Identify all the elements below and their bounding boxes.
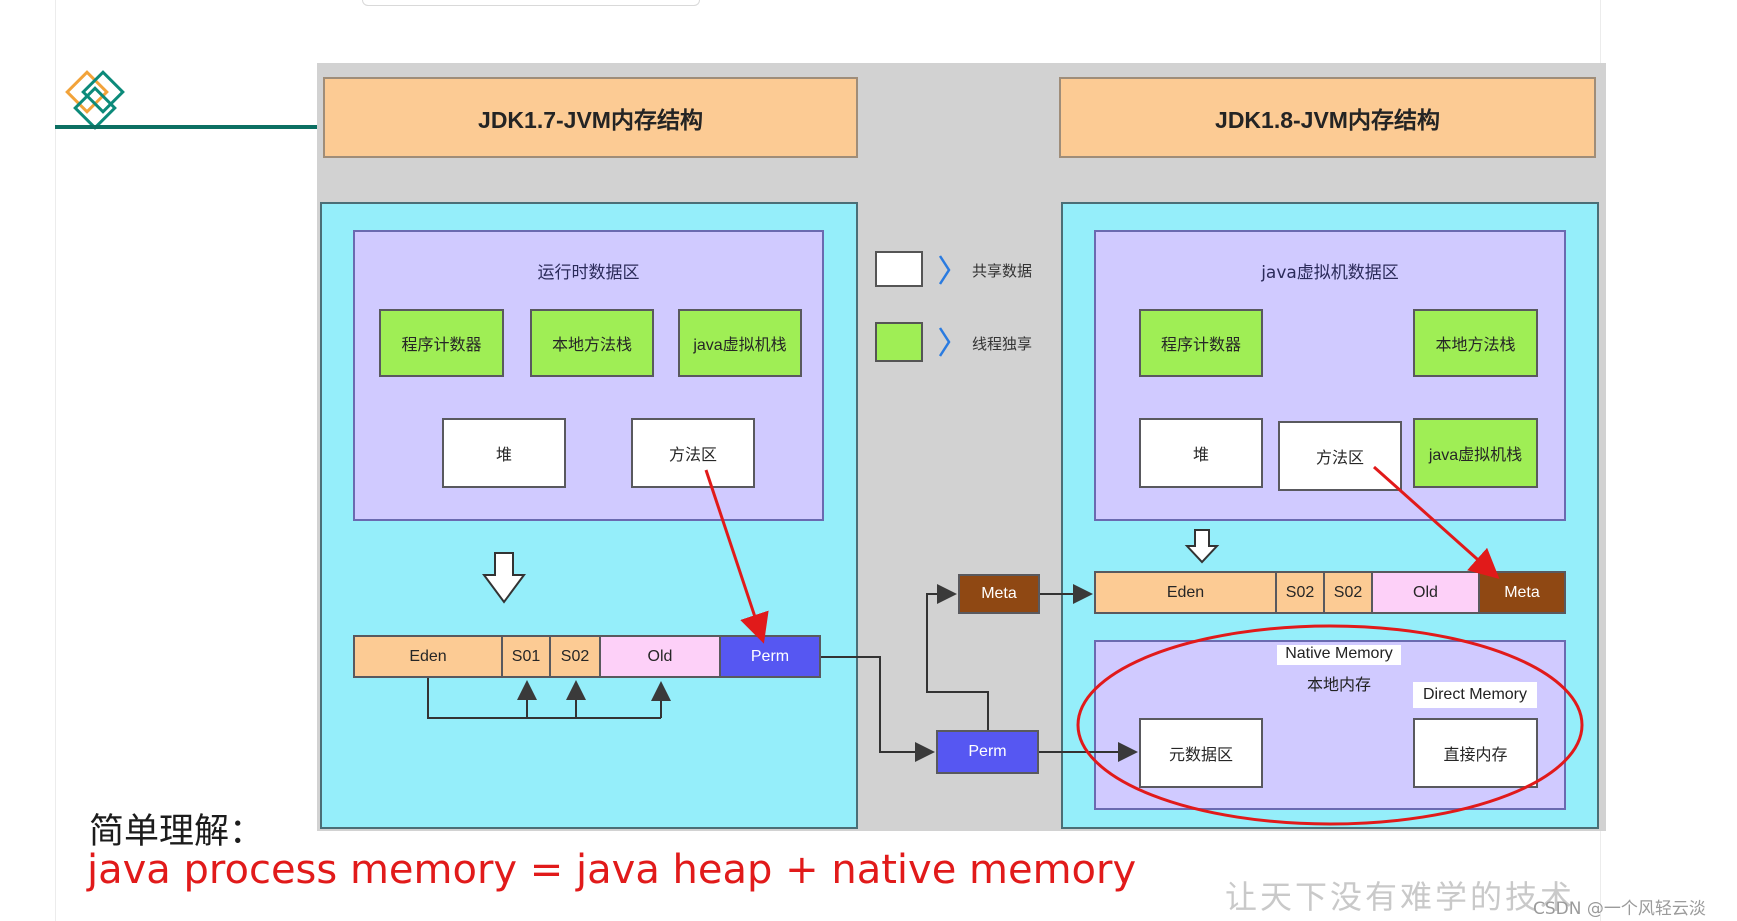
middle-perm-box: Perm	[936, 730, 1039, 774]
jdk18-eden-segment: Eden	[1094, 571, 1277, 614]
legend-shared-chevron-icon	[938, 255, 951, 285]
jdk17-eden-segment: Eden	[353, 635, 503, 678]
jdk18-old-segment: Old	[1371, 571, 1480, 614]
jdk18-title: JDK1.8-JVM内存结构	[1059, 77, 1596, 158]
jdk18-vm-area-title: java虚拟机数据区	[1261, 263, 1399, 283]
legend-shared-swatch	[875, 251, 923, 287]
jdk17-runtime-area-title: 运行时数据区	[537, 263, 640, 283]
legend-thread-private-chevron-icon	[938, 327, 951, 357]
jdk17-down-arrow-icon	[482, 552, 526, 604]
jdk17-program-counter: 程序计数器	[379, 309, 504, 377]
legend-shared-label: 共享数据	[972, 262, 1033, 280]
legend-thread-private-label: 线程独享	[972, 335, 1033, 353]
native-memory-cn-label: 本地内存	[1306, 675, 1371, 694]
slide-accent-line	[55, 125, 317, 129]
jdk17-gc-lines	[427, 678, 661, 719]
perm-to-meta-connector	[926, 584, 989, 730]
perm-to-perm-connector	[821, 656, 935, 762]
summary-formula: java process memory = java heap + native…	[87, 847, 1137, 893]
native-memory-en-label: Native Memory	[1277, 645, 1401, 665]
jdk17-perm-segment: Perm	[719, 635, 821, 678]
jdk18-program-counter: 程序计数器	[1139, 309, 1263, 377]
jdk18-method-area-to-meta-arrow	[1373, 465, 1500, 579]
jdk18-native-method-stack: 本地方法栈	[1413, 309, 1538, 377]
jdk17-method-area-to-perm-arrow	[704, 469, 769, 644]
middle-meta-box: Meta	[958, 574, 1040, 614]
native-memory-highlight-ellipse	[1076, 624, 1584, 826]
jdk18-s02-segment-a: S02	[1275, 571, 1325, 614]
jdk18-method-area: 方法区	[1278, 421, 1402, 491]
jdk18-down-arrow-icon	[1184, 529, 1220, 564]
slogan-watermark: 让天下没有难学的技术	[1225, 878, 1576, 916]
slide-logo-icon	[65, 70, 125, 130]
summary-heading: 简单理解：	[89, 812, 265, 852]
jdk17-method-area: 方法区	[631, 418, 755, 488]
jdk17-heap: 堆	[442, 418, 566, 488]
jdk17-title: JDK1.7-JVM内存结构	[323, 77, 858, 158]
jdk18-java-vm-stack: java虚拟机栈	[1413, 418, 1538, 488]
jdk18-metaspace: 元数据区	[1139, 718, 1263, 788]
legend-thread-private-swatch	[875, 322, 923, 362]
jdk17-java-vm-stack: java虚拟机栈	[678, 309, 802, 377]
jdk17-s02-segment: S02	[549, 635, 601, 678]
direct-memory-en-label: Direct Memory	[1413, 682, 1537, 708]
jdk18-direct-memory: 直接内存	[1413, 718, 1538, 788]
jdk18-heap: 堆	[1139, 418, 1263, 488]
jdk17-native-method-stack: 本地方法栈	[530, 309, 654, 377]
csdn-watermark: CSDN @一个风轻云淡	[1533, 899, 1706, 919]
